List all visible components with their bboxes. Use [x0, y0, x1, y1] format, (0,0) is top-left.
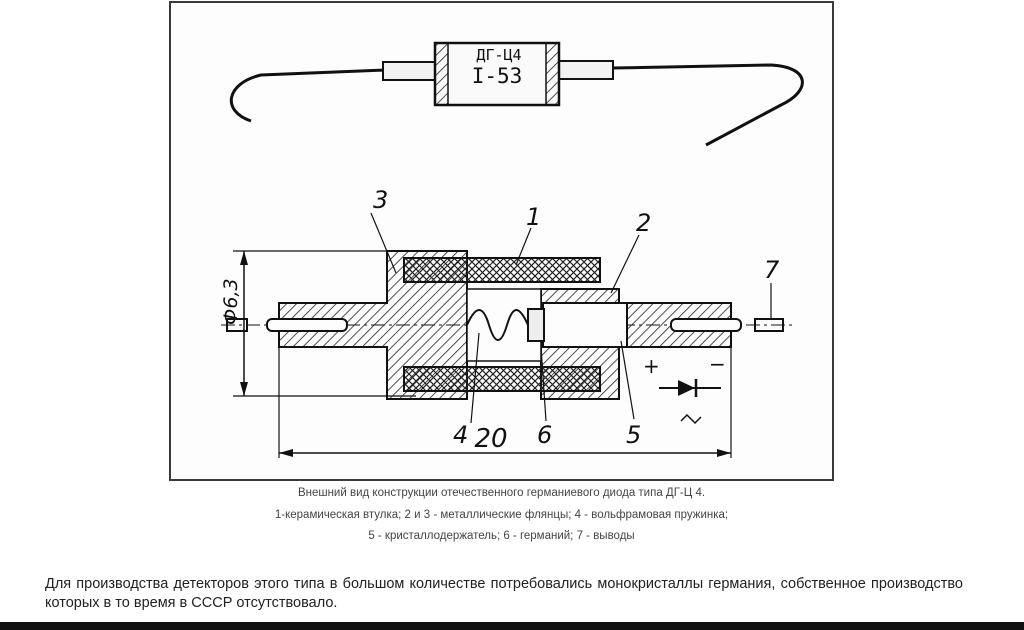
- tungsten-spring: [466, 309, 529, 341]
- caption-line-3: 5 - кристаллодержатель; 6 - германий; 7 …: [368, 530, 635, 542]
- bottom-bar: [0, 622, 1024, 630]
- cross-section: Ф6,3: [220, 186, 793, 458]
- diode-symbol: + −: [643, 352, 726, 425]
- holder-pin: [542, 302, 628, 348]
- ceramic-sleeve-bottom: [403, 366, 601, 392]
- part-number-6: 6: [537, 421, 552, 449]
- part-number-1: 1: [526, 203, 541, 231]
- part-number-3: 3: [373, 186, 388, 214]
- external-view: ДГ-Ц4 I-53: [229, 41, 804, 147]
- diode-marking-top: ДГ-Ц4: [476, 46, 521, 64]
- left-flange-section: [278, 250, 468, 400]
- right-lead-pin: [754, 318, 784, 332]
- diode-marking-bottom: I-53: [472, 64, 523, 88]
- left-lead-pin: [226, 318, 248, 332]
- diode-drawing: ДГ-Ц4 I-53 Ф6,3: [220, 41, 804, 458]
- figure-frame: ДГ-Ц4 I-53 Ф6,3: [169, 1, 834, 481]
- part-number-5: 5: [626, 421, 641, 449]
- length-label: 20: [474, 424, 507, 454]
- polarity-minus: −: [709, 352, 726, 376]
- part-number-2: 2: [636, 209, 651, 237]
- part-number-7: 7: [764, 256, 780, 284]
- germanium-crystal: [527, 308, 545, 342]
- part-number-4: 4: [453, 421, 468, 449]
- left-flange: [382, 61, 439, 81]
- right-flange: [555, 60, 614, 80]
- polarity-plus: +: [643, 354, 660, 378]
- caption-line-2: 1-керамическая втулка; 2 и 3 - металличе…: [274, 509, 729, 521]
- caption-line-1: Внешний вид конструкции отечественного г…: [297, 487, 706, 499]
- body-paragraph: Для производства детекторов этого типа в…: [45, 576, 963, 611]
- diameter-label: Ф6,3: [220, 278, 242, 325]
- right-lead: [612, 63, 804, 147]
- left-lead: [229, 68, 387, 123]
- ceramic-sleeve-top: [403, 257, 601, 283]
